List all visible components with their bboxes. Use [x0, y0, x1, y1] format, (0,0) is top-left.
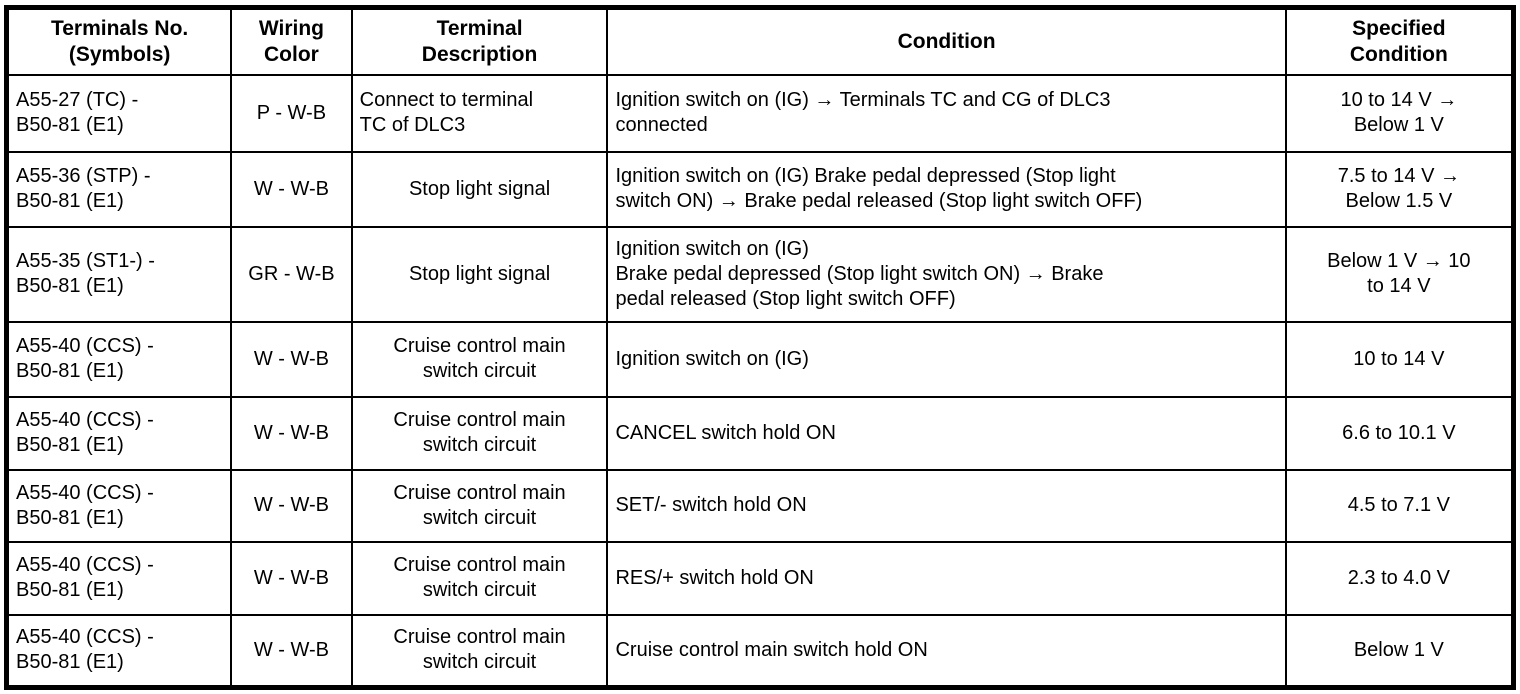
cell-terminals: A55-40 (CCS) - B50-81 (E1) [5, 613, 233, 689]
cell-wiring-color: W - W-B [230, 395, 353, 471]
cell-condition: Cruise control main switch hold ON [606, 613, 1287, 689]
cell-terminals: A55-40 (CCS) - B50-81 (E1) [5, 320, 233, 398]
cell-description: Cruise control main switch circuit [350, 468, 609, 543]
table-row: A55-40 (CCS) - B50-81 (E1) W - W-B Cruis… [5, 468, 1515, 543]
header-row: Terminals No. (Symbols) Wiring Color Ter… [5, 6, 1515, 76]
table-header: Terminals No. (Symbols) Wiring Color Ter… [5, 6, 1515, 76]
cell-description: Cruise control main switch circuit [350, 613, 609, 689]
table-body: A55-27 (TC) - B50-81 (E1) P - W-B Connec… [5, 73, 1515, 689]
table-row: A55-27 (TC) - B50-81 (E1) P - W-B Connec… [5, 73, 1515, 153]
cell-description: Stop light signal [350, 150, 609, 228]
cell-description: Cruise control main switch circuit [350, 395, 609, 471]
cell-terminals: A55-36 (STP) - B50-81 (E1) [5, 150, 233, 228]
cell-specified: Below 1 V → 10 to 14 V [1284, 225, 1515, 323]
cell-wiring-color: W - W-B [230, 320, 353, 398]
cell-specified: 4.5 to 7.1 V [1284, 468, 1515, 543]
cell-description: Stop light signal [350, 225, 609, 323]
cell-terminals: A55-40 (CCS) - B50-81 (E1) [5, 395, 233, 471]
cell-wiring-color: W - W-B [230, 540, 353, 616]
header-condition: Condition [606, 6, 1287, 76]
cell-specified: 2.3 to 4.0 V [1284, 540, 1515, 616]
cell-description: Cruise control main switch circuit [350, 320, 609, 398]
header-specified-condition: Specified Condition [1284, 6, 1515, 76]
cell-specified: Below 1 V [1284, 613, 1515, 689]
cell-terminals: A55-27 (TC) - B50-81 (E1) [5, 73, 233, 153]
table-row: A55-35 (ST1-) - B50-81 (E1) GR - W-B Sto… [5, 225, 1515, 323]
table-row: A55-40 (CCS) - B50-81 (E1) W - W-B Cruis… [5, 395, 1515, 471]
cell-wiring-color: W - W-B [230, 613, 353, 689]
header-wiring-color: Wiring Color [230, 6, 353, 76]
header-terminals-no: Terminals No. (Symbols) [5, 6, 233, 76]
cell-specified: 6.6 to 10.1 V [1284, 395, 1515, 471]
table-row: A55-40 (CCS) - B50-81 (E1) W - W-B Cruis… [5, 540, 1515, 616]
cell-condition: Ignition switch on (IG) → Terminals TC a… [606, 73, 1287, 153]
table-row: A55-40 (CCS) - B50-81 (E1) W - W-B Cruis… [5, 320, 1515, 398]
cell-wiring-color: GR - W-B [230, 225, 353, 323]
header-terminal-description: Terminal Description [350, 6, 609, 76]
cell-wiring-color: W - W-B [230, 150, 353, 228]
cell-condition: Ignition switch on (IG) Brake pedal depr… [606, 150, 1287, 228]
cell-terminals: A55-35 (ST1-) - B50-81 (E1) [5, 225, 233, 323]
cell-specified: 10 to 14 V → Below 1 V [1284, 73, 1515, 153]
cell-terminals: A55-40 (CCS) - B50-81 (E1) [5, 540, 233, 616]
cell-condition: SET/- switch hold ON [606, 468, 1287, 543]
terminal-inspection-table: Terminals No. (Symbols) Wiring Color Ter… [4, 5, 1516, 690]
cell-condition: RES/+ switch hold ON [606, 540, 1287, 616]
cell-wiring-color: W - W-B [230, 468, 353, 543]
cell-condition: Ignition switch on (IG) [606, 320, 1287, 398]
cell-condition: Ignition switch on (IG) Brake pedal depr… [606, 225, 1287, 323]
cell-specified: 7.5 to 14 V → Below 1.5 V [1284, 150, 1515, 228]
table-row: A55-36 (STP) - B50-81 (E1) W - W-B Stop … [5, 150, 1515, 228]
cell-wiring-color: P - W-B [230, 73, 353, 153]
cell-description: Cruise control main switch circuit [350, 540, 609, 616]
cell-specified: 10 to 14 V [1284, 320, 1515, 398]
cell-condition: CANCEL switch hold ON [606, 395, 1287, 471]
table-row: A55-40 (CCS) - B50-81 (E1) W - W-B Cruis… [5, 613, 1515, 689]
cell-terminals: A55-40 (CCS) - B50-81 (E1) [5, 468, 233, 543]
cell-description: Connect to terminal TC of DLC3 [350, 73, 609, 153]
